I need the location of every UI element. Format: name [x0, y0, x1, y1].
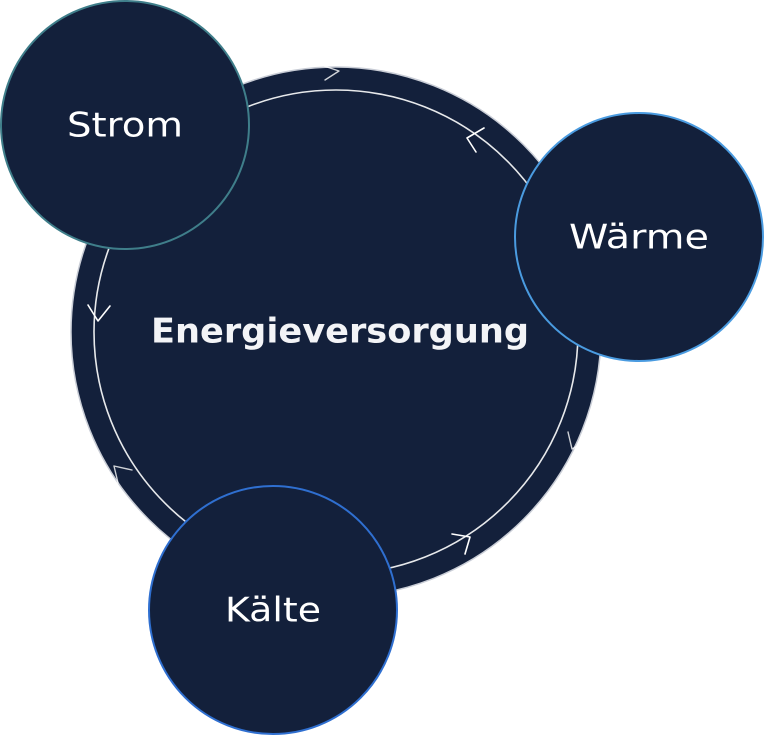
- cycle-arrow-left: [87, 304, 111, 322]
- node-strom: Strom: [0, 0, 250, 250]
- node-kaelte-circle: [148, 485, 398, 735]
- cycle-arrow-bottom: [451, 533, 471, 555]
- node-waerme: Wärme: [514, 112, 764, 362]
- node-strom-label: Strom: [67, 106, 183, 146]
- node-waerme-label: Wärme: [569, 218, 709, 258]
- node-strom-circle: [0, 0, 250, 250]
- cycle-arrow-outer-right: [567, 431, 589, 450]
- cycle-arrow-outer-top: [323, 65, 340, 81]
- node-waerme-circle: [514, 112, 764, 362]
- node-kaelte: Kälte: [148, 485, 398, 735]
- cycle-arrow-top-right: [466, 127, 485, 153]
- cycle-arrow-outer-left: [113, 465, 133, 484]
- center-label: Energieversorgung: [151, 312, 529, 352]
- node-kaelte-label: Kälte: [225, 591, 321, 631]
